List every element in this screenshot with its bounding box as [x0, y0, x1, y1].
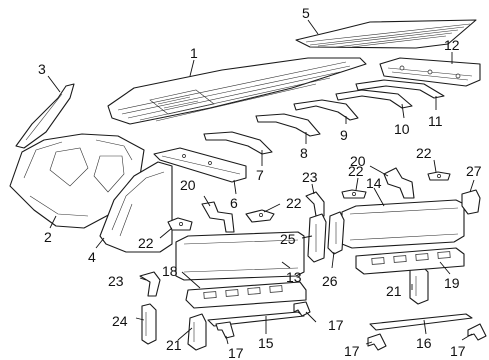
part-20-bracket-right: [383, 167, 415, 199]
part-22-clip-b: [245, 209, 275, 223]
part-11-roof-bow: [355, 79, 445, 99]
part-1-roof-panel: [107, 57, 367, 125]
callout-22: 22: [286, 195, 302, 211]
part-8-roof-bow: [255, 113, 321, 137]
part-22-clip-d: [427, 171, 451, 181]
callout-26: 26: [322, 273, 338, 289]
callout-17: 17: [344, 343, 360, 359]
part-23-bracket-lower: [139, 271, 161, 297]
part-26-post: [327, 211, 345, 255]
callout-17: 17: [450, 343, 466, 359]
callout-7: 7: [256, 167, 264, 183]
part-4-side-panel: [99, 161, 173, 253]
callout-22: 22: [348, 163, 364, 179]
callout-20: 20: [350, 153, 366, 169]
callout-21: 21: [386, 283, 402, 299]
part-15-sill-rail: [207, 311, 305, 327]
callout-15: 15: [258, 335, 274, 351]
callout-2: 2: [44, 229, 52, 245]
callout-3: 3: [38, 61, 46, 77]
callout-22: 22: [138, 235, 154, 251]
callout-4: 4: [88, 249, 96, 265]
part-10-roof-bow: [335, 89, 413, 109]
part-20-bracket-left: [201, 201, 235, 233]
callout-17: 17: [328, 317, 344, 333]
callout-8: 8: [300, 145, 308, 161]
callout-20: 20: [180, 177, 196, 193]
callout-6: 6: [230, 195, 238, 211]
callout-25: 25: [280, 231, 296, 247]
callout-18: 18: [162, 263, 178, 279]
callout-12: 12: [444, 37, 460, 53]
callout-22: 22: [416, 145, 432, 161]
part-6-rail: [153, 147, 247, 183]
callout-19: 19: [444, 275, 460, 291]
part-16-sill-rail: [369, 313, 473, 331]
callout-17: 17: [228, 345, 244, 360]
part-19-lower-panel: [355, 247, 465, 275]
callout-10: 10: [394, 121, 410, 137]
callout-21: 21: [166, 337, 182, 353]
part-17-clip-a: [215, 321, 235, 339]
part-17-clip-d: [467, 323, 487, 341]
part-17-clip-c: [367, 333, 387, 351]
part-22-clip-c: [341, 189, 367, 199]
callout-13: 13: [286, 269, 302, 285]
part-18-lower-panel: [185, 281, 307, 309]
callout-23: 23: [302, 169, 318, 185]
callout-5: 5: [302, 5, 310, 21]
callout-1: 1: [190, 45, 198, 61]
callout-9: 9: [340, 127, 348, 143]
leader-lines: [47, 19, 475, 345]
part-27-clip: [461, 189, 481, 215]
callout-24: 24: [112, 313, 128, 329]
callout-27: 27: [466, 163, 482, 179]
callout-labels: 1 2 3 4 5 6 7 8 9 10 11 12 13 14 15 16 1…: [38, 5, 482, 360]
part-5-roof-panel: [295, 19, 477, 49]
part-23-bracket-upper: [305, 191, 325, 217]
callout-16: 16: [416, 335, 432, 351]
part-9-roof-bow: [293, 99, 359, 121]
part-14-inner-panel: [341, 199, 465, 249]
part-3-pillar-trim: [15, 83, 75, 149]
callout-14: 14: [366, 175, 382, 191]
part-13-inner-panel: [175, 231, 305, 281]
part-21-bracket-right: [409, 265, 429, 305]
part-21-bracket-left: [187, 313, 207, 351]
callout-23: 23: [108, 273, 124, 289]
part-12-front-header: [379, 57, 481, 87]
part-25-post: [307, 213, 327, 263]
part-24-post: [141, 303, 157, 345]
callout-11: 11: [428, 113, 443, 129]
